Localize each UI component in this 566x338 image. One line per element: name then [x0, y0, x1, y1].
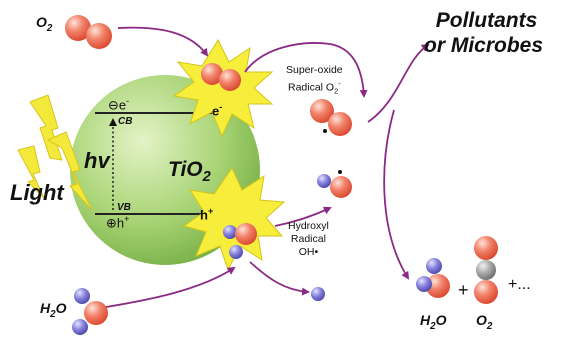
arrow-surface-to-proton	[249, 261, 310, 296]
light-label: Light	[10, 180, 64, 205]
water-molecule-adsorbed	[223, 223, 257, 259]
proton-atom	[311, 287, 325, 301]
cb-label: CB	[118, 116, 133, 127]
plus-sign: +	[458, 280, 469, 300]
superoxide-molecule	[310, 99, 352, 136]
electron-right-label: e-	[212, 102, 223, 119]
arrow-pollutants-to-products	[383, 109, 410, 280]
co2-molecule-product	[474, 236, 498, 304]
electron-cb-label: ⊖e-	[108, 96, 130, 113]
o2-label-top: O2	[36, 14, 53, 34]
hole-vb-label: ⊕h+	[106, 214, 130, 231]
tio2-label: TiO2	[168, 158, 211, 186]
pollutants-label: Pollutants or Microbes	[424, 9, 544, 57]
h2o-label-right: H2O	[420, 312, 447, 332]
arrow-surface-to-superoxide	[244, 42, 368, 98]
plus-more: +...	[508, 276, 531, 293]
arrow-o2-to-surface	[117, 26, 209, 57]
lightning-icon	[17, 94, 93, 211]
water-molecule-left	[72, 288, 108, 335]
arrow-radicals-to-pollutants	[367, 43, 430, 123]
vb-label: VB	[117, 202, 131, 213]
superoxide-label: Super-oxide Radical O2-	[286, 64, 343, 96]
hydroxyl-label: Hydroxyl Radical OH•	[288, 220, 329, 258]
arrow-h2o-to-surface	[99, 266, 236, 309]
o2-label-right: O2	[476, 312, 493, 332]
water-molecule-product	[416, 258, 450, 298]
hydroxyl-molecule	[317, 170, 352, 198]
o2-molecule-adsorbed	[201, 63, 241, 91]
hv-label: hv	[84, 148, 110, 173]
o2-molecule-top	[65, 15, 112, 49]
hole-right-label: h+	[200, 206, 214, 223]
h2o-label-left: H2O	[40, 300, 67, 320]
arrow-surface-to-hydroxyl	[274, 206, 332, 227]
starburst-bottom	[182, 166, 286, 272]
